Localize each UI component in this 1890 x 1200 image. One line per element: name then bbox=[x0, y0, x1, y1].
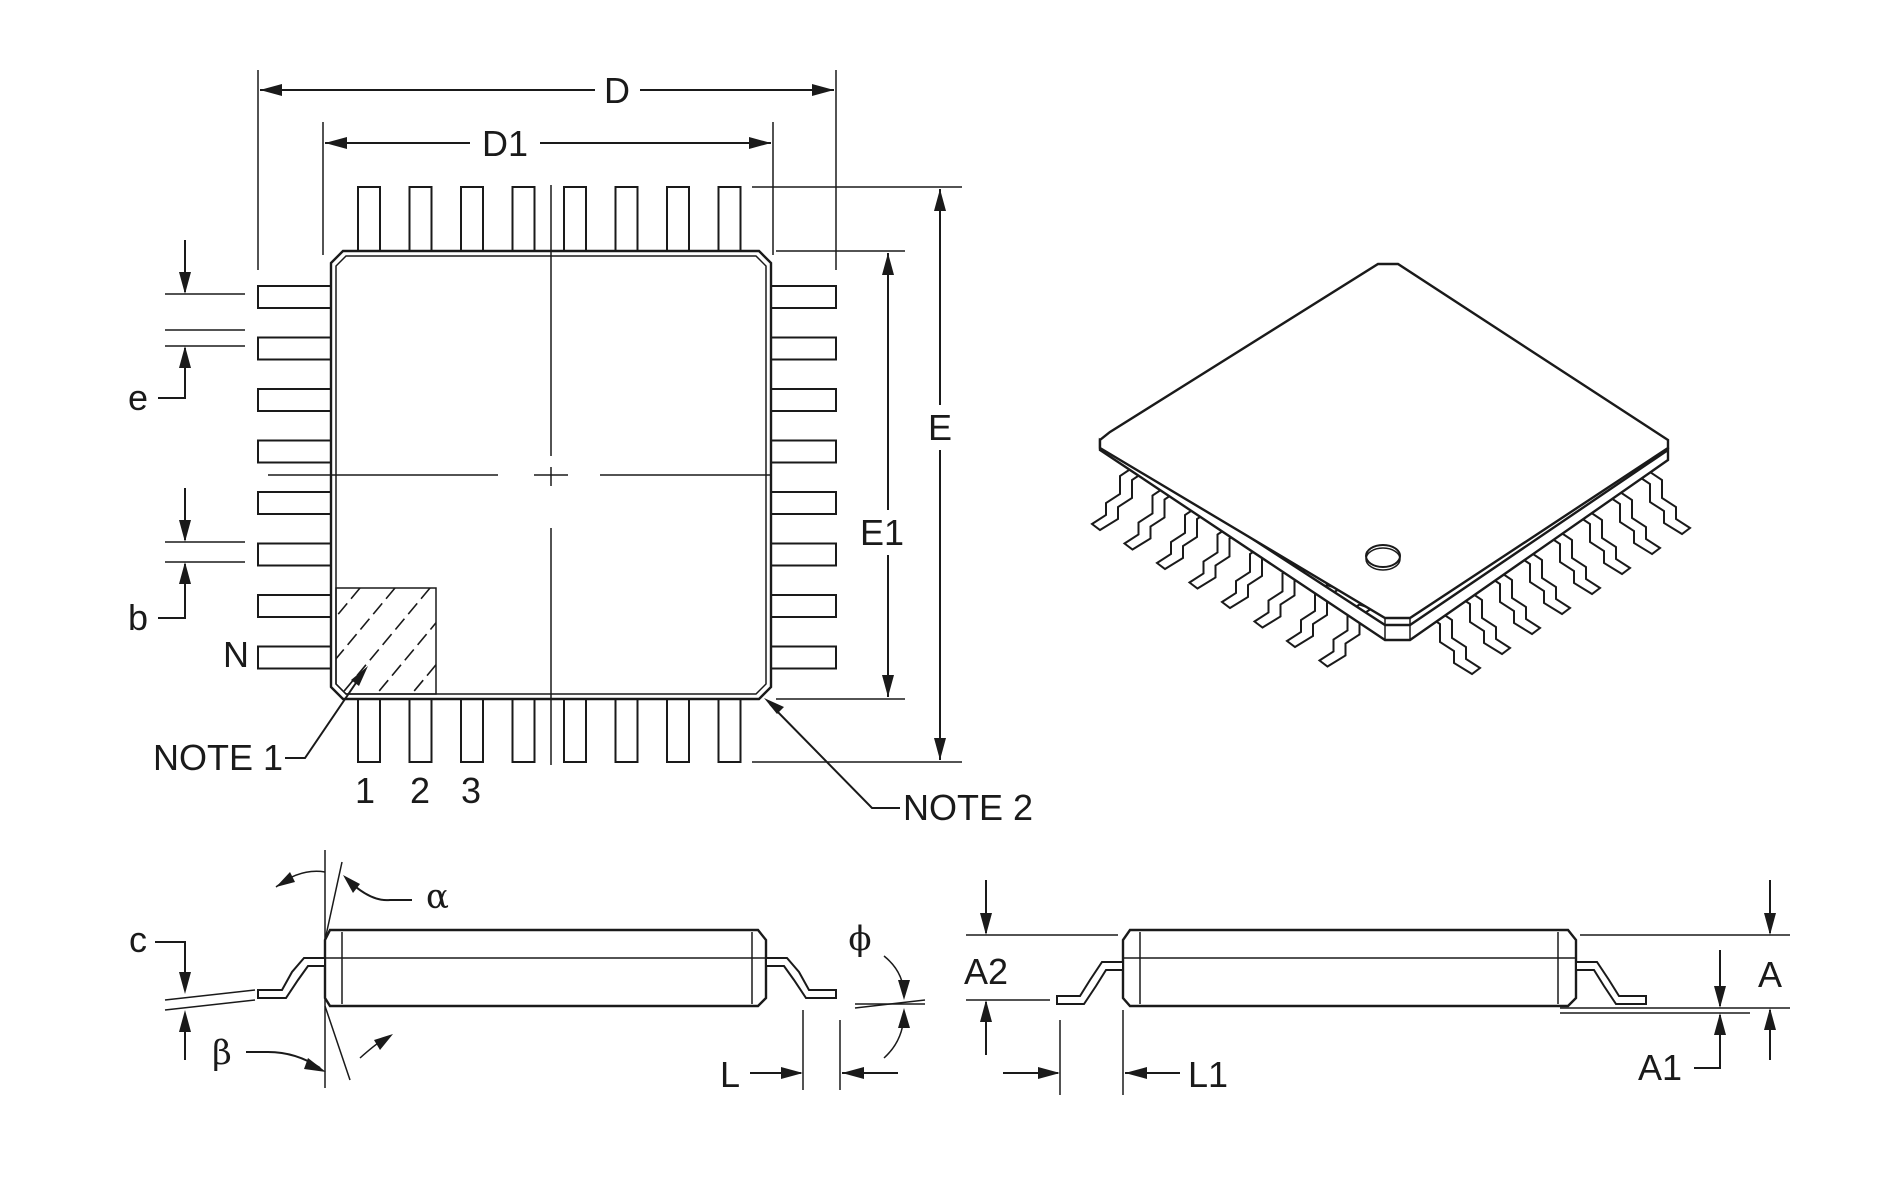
label-c: c bbox=[129, 919, 147, 960]
pin-number-3: 3 bbox=[461, 770, 481, 811]
label-L: L bbox=[720, 1054, 740, 1095]
lead-right-1 bbox=[770, 285, 837, 309]
lead-top-7 bbox=[666, 186, 690, 252]
lead-right-6 bbox=[770, 542, 837, 567]
label-A: A bbox=[1758, 954, 1782, 995]
label-D1: D1 bbox=[482, 123, 528, 164]
lead-left-2 bbox=[257, 336, 332, 361]
dimension-A1 bbox=[1694, 950, 1726, 1069]
lead-left-6 bbox=[257, 542, 332, 567]
lead-bottom-5 bbox=[563, 698, 587, 763]
lead-top-5 bbox=[563, 186, 587, 252]
lead-top-8 bbox=[717, 186, 742, 252]
iso-lead-left-2 bbox=[1122, 486, 1179, 551]
pin-number-2: 2 bbox=[410, 770, 430, 811]
dimension-A bbox=[1764, 880, 1776, 1060]
iso-lead-left-4 bbox=[1187, 525, 1244, 590]
label-L1: L1 bbox=[1188, 1054, 1228, 1095]
lead-bottom-7 bbox=[666, 698, 690, 763]
lead-left-5 bbox=[257, 491, 332, 515]
lead-bottom-3 bbox=[460, 698, 484, 763]
lead-bottom-8 bbox=[717, 698, 742, 763]
lead-bottom-6 bbox=[614, 698, 639, 763]
lead-right-3 bbox=[770, 388, 837, 412]
top-view: D D1 E E1 bbox=[128, 70, 1033, 828]
label-A2: A2 bbox=[964, 951, 1008, 992]
label-D: D bbox=[604, 70, 630, 111]
label-alpha: α bbox=[426, 877, 449, 917]
lead-left-3 bbox=[257, 388, 332, 412]
center-lines bbox=[268, 185, 770, 765]
lead-left-4 bbox=[257, 439, 332, 464]
angle-phi bbox=[854, 955, 926, 1059]
lead-right-5 bbox=[770, 491, 837, 515]
iso-lead-right-1 bbox=[1425, 610, 1482, 676]
lead-top-6 bbox=[614, 186, 639, 252]
note1-label: NOTE 1 bbox=[153, 737, 283, 778]
dimension-c bbox=[155, 941, 256, 1060]
label-A1: A1 bbox=[1638, 1047, 1682, 1088]
label-e: e bbox=[128, 377, 148, 418]
lead-top-2 bbox=[408, 186, 433, 252]
angle-alpha bbox=[275, 850, 412, 1088]
dimension-L1 bbox=[1003, 1067, 1180, 1079]
iso-lead-right-4 bbox=[1515, 550, 1572, 616]
dimension-E bbox=[934, 189, 946, 760]
dimension-b bbox=[158, 488, 191, 619]
lead-top-3 bbox=[460, 186, 484, 252]
note2-label: NOTE 2 bbox=[903, 787, 1033, 828]
label-beta: β bbox=[212, 1033, 232, 1073]
iso-lead-right-5 bbox=[1545, 530, 1602, 596]
lead-bottom-4 bbox=[511, 698, 536, 763]
front-body bbox=[1121, 928, 1578, 1008]
dimension-E1 bbox=[882, 253, 894, 697]
lead-left-8 bbox=[257, 645, 332, 670]
pin-number-1: 1 bbox=[355, 770, 375, 811]
dimension-L bbox=[750, 1010, 898, 1090]
note2-leader bbox=[764, 698, 900, 809]
side-view: α β c ϕ bbox=[129, 850, 926, 1095]
lead-left-1 bbox=[257, 285, 332, 309]
dimension-D bbox=[260, 84, 834, 96]
pin1-index-area bbox=[335, 587, 437, 695]
top-view-leads bbox=[257, 186, 837, 763]
label-N: N bbox=[223, 634, 249, 675]
lead-top-1 bbox=[357, 186, 381, 252]
iso-leads-right-side bbox=[1425, 470, 1692, 676]
iso-lead-right-2 bbox=[1455, 590, 1512, 656]
side-body bbox=[323, 928, 768, 1008]
iso-lead-right-8 bbox=[1635, 470, 1692, 536]
note1-leader bbox=[285, 666, 368, 759]
dimension-e bbox=[158, 240, 191, 399]
lead-right-2 bbox=[770, 336, 837, 361]
lead-right-7 bbox=[770, 594, 837, 618]
isometric-view bbox=[1090, 262, 1692, 676]
extension-lines bbox=[165, 70, 962, 763]
lead-right-4 bbox=[770, 439, 837, 464]
iso-lead-left-1 bbox=[1090, 466, 1147, 532]
dimension-A2 bbox=[980, 880, 992, 1055]
iso-lead-right-7 bbox=[1605, 490, 1662, 556]
front-view: A2 A A1 L1 bbox=[964, 880, 1790, 1095]
label-E: E bbox=[928, 407, 952, 448]
label-E1: E1 bbox=[860, 512, 904, 553]
iso-lead-right-6 bbox=[1575, 510, 1632, 576]
lead-bottom-1 bbox=[357, 698, 381, 763]
iso-lead-right-3 bbox=[1485, 570, 1542, 636]
dimension-D1 bbox=[325, 137, 771, 149]
label-b: b bbox=[128, 597, 148, 638]
lead-right-8 bbox=[770, 645, 837, 670]
lead-top-4 bbox=[511, 186, 536, 252]
lead-left-7 bbox=[257, 594, 332, 618]
package-body-inner-outline bbox=[335, 255, 767, 695]
iso-lead-left-3 bbox=[1155, 505, 1212, 571]
lead-bottom-2 bbox=[408, 698, 433, 763]
front-reference-lines bbox=[966, 934, 1790, 1095]
label-phi: ϕ bbox=[848, 919, 871, 959]
angle-beta bbox=[246, 1005, 393, 1081]
